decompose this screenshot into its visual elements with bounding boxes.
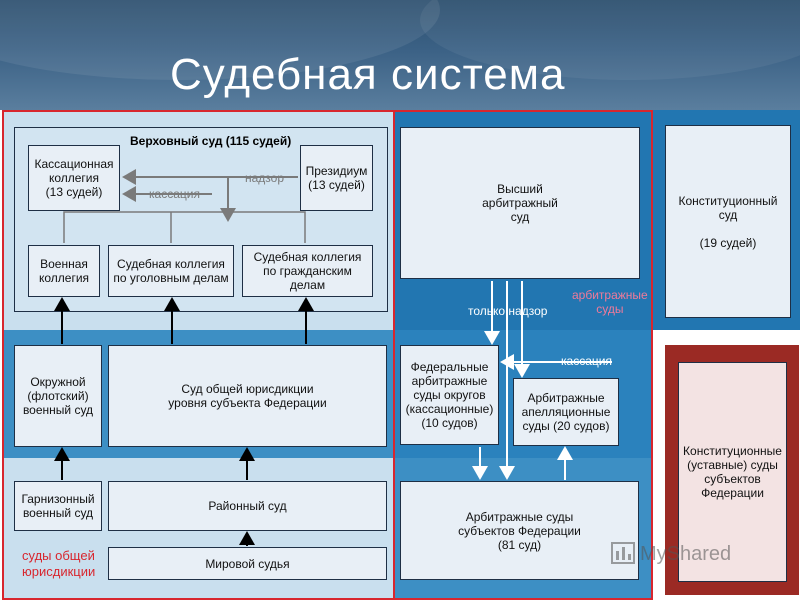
district-military-court: Окружной (флотский) военный суд: [14, 345, 102, 447]
garrison-military-court: Гарнизонный военный суд: [14, 481, 102, 531]
appellate-arbitration: Арбитражные апелляционные суды (20 судов…: [513, 378, 619, 446]
civil-college: Судебная коллегия по гражданским делам: [242, 245, 373, 297]
slide-title: Судебная система: [170, 50, 566, 99]
supreme-arbitration-court: Высший арбитражный суд: [400, 127, 640, 279]
watermark-text: MyShared: [640, 543, 732, 565]
cassation-college: Кассационная коллегия (13 судей): [28, 145, 120, 211]
regional-constitutional-courts: Конституционные (уставные) суды субъекто…: [678, 362, 787, 582]
only-supervision-label: только надзор: [468, 304, 548, 318]
presidium: Президиум (13 судей): [300, 145, 373, 211]
magistrate-judge: Мировой судья: [108, 547, 387, 580]
arbitration-courts-label: арбитражные суды: [572, 288, 648, 316]
slide-header: [0, 0, 800, 110]
watermark-logo: [611, 542, 635, 564]
district-court: Районный суд: [108, 481, 387, 531]
criminal-college: Судебная коллегия по уголовным делам: [108, 245, 234, 297]
arbitration-frame: [393, 110, 653, 600]
collegia-connector: [63, 211, 306, 243]
subjects-arbitration: Арбитражные суды субъектов Федерации (81…: [400, 481, 639, 580]
supreme-court-title: Верховный суд (115 судей): [130, 134, 292, 148]
constitutional-court: Конституционный суд (19 судей): [665, 125, 791, 318]
general-jurisdiction-label: суды общей юрисдикции: [22, 548, 96, 579]
regional-general-court: Суд общей юрисдикции уровня субъекта Фед…: [108, 345, 387, 447]
military-college: Военная коллегия: [28, 245, 100, 297]
federal-district-arbitration: Федеральные арбитражные суды округов (ка…: [400, 345, 499, 445]
